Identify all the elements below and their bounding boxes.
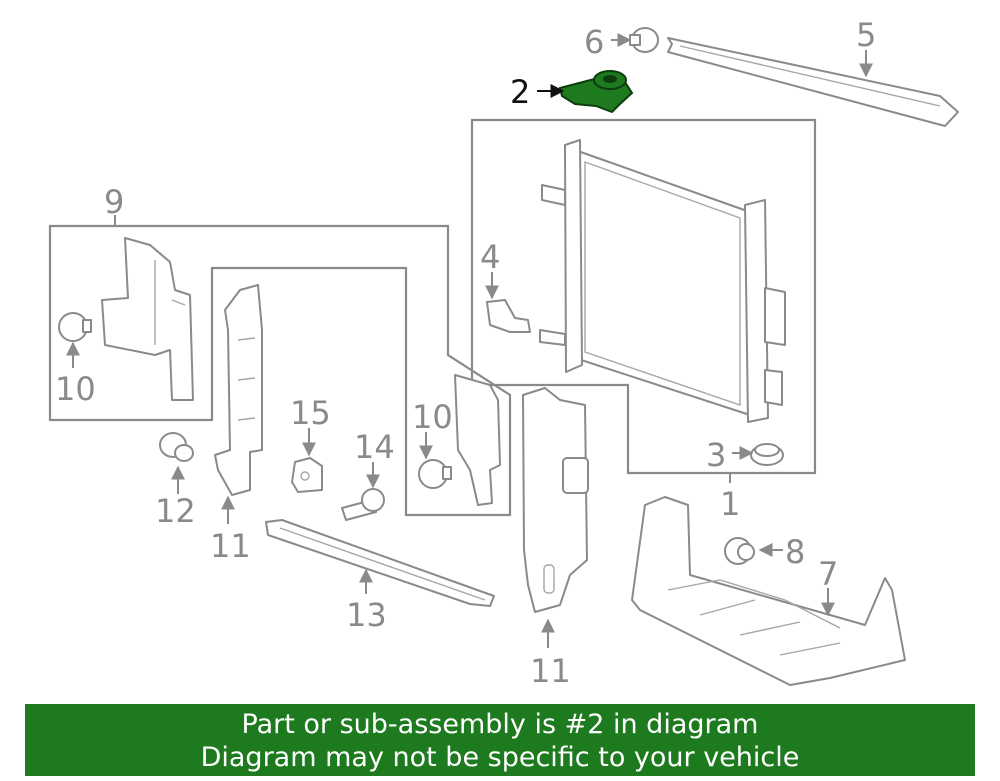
banner-line-2: Diagram may not be specific to your vehi…: [200, 742, 800, 773]
callout-15: 15: [290, 394, 331, 432]
callout-11a: 11: [210, 527, 251, 565]
side-bracket-part-11a[interactable]: [214, 284, 263, 496]
side-bracket-part-11b[interactable]: [522, 387, 589, 613]
callout-14: 14: [354, 428, 395, 466]
pin-part-10a[interactable]: [58, 312, 92, 342]
upper-seal-part-5[interactable]: [667, 37, 959, 127]
push-pin-part-6[interactable]: [629, 27, 659, 53]
banner-line-1: Part or sub-assembly is #2 in diagram: [241, 709, 759, 740]
pin-part-8[interactable]: [724, 537, 755, 565]
callout-2: 2: [510, 73, 530, 111]
air-guide-part-9[interactable]: [101, 237, 194, 401]
radiator-part-1[interactable]: [539, 139, 786, 423]
callout-10a: 10: [55, 370, 96, 408]
radiator-group-outline: [470, 118, 817, 475]
callout-10b: 10: [412, 398, 453, 436]
callout-11b: 11: [530, 652, 571, 690]
pin-part-12[interactable]: [159, 432, 194, 462]
pin-part-10b[interactable]: [418, 459, 452, 489]
bracket-group-outline: [48, 224, 512, 517]
sensor-part-4[interactable]: [486, 299, 531, 333]
callout-1: 1: [720, 485, 740, 523]
bolt-part-14[interactable]: [341, 488, 385, 521]
mount-bracket-part-2[interactable]: [558, 70, 634, 114]
info-banner: Part or sub-assembly is #2 in diagram Di…: [25, 704, 975, 776]
lower-bar-part-13[interactable]: [265, 519, 495, 607]
callout-12: 12: [155, 492, 196, 530]
callout-7: 7: [818, 555, 838, 593]
callout-6: 6: [584, 23, 604, 61]
lower-mount-part-3[interactable]: [750, 443, 784, 466]
clip-part-15[interactable]: [291, 457, 323, 493]
callout-8: 8: [785, 533, 805, 571]
callout-9: 9: [104, 183, 124, 221]
callout-3: 3: [706, 436, 726, 474]
callout-4: 4: [480, 238, 500, 276]
callout-13: 13: [346, 596, 387, 634]
air-deflector-part-9-right[interactable]: [454, 374, 501, 506]
callout-5: 5: [856, 16, 876, 54]
lower-deflector-part-7[interactable]: [631, 496, 906, 686]
